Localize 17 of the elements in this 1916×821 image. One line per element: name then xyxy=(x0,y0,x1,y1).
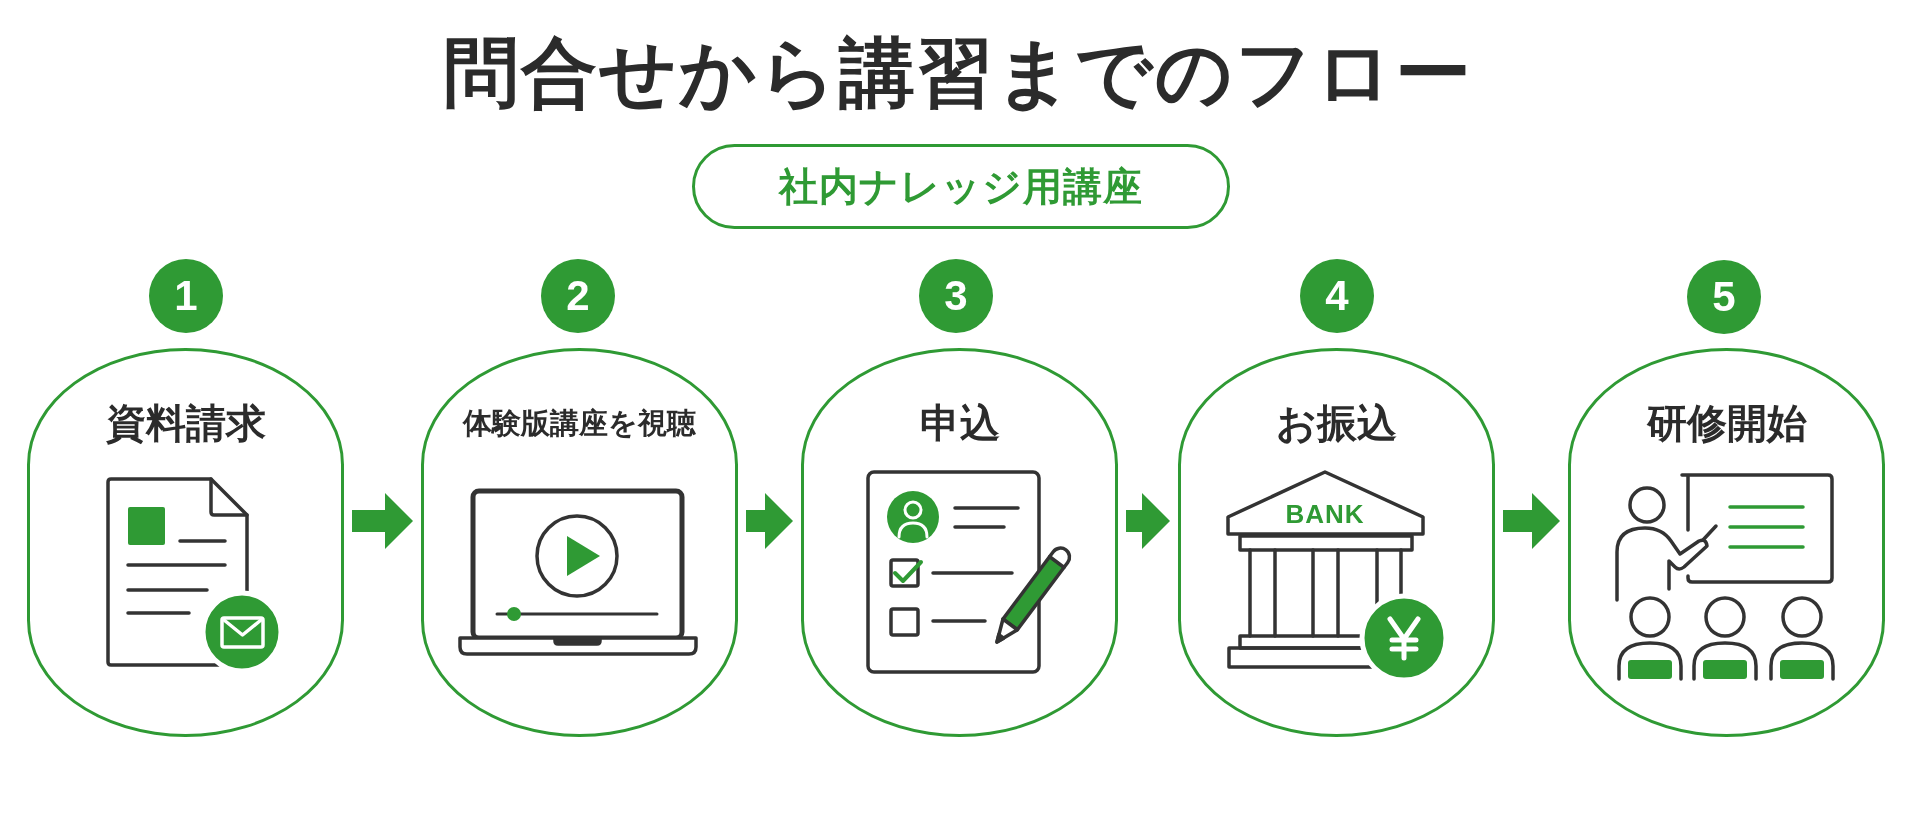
step-title: 資料請求 xyxy=(105,403,266,443)
arrow xyxy=(1503,493,1560,549)
number-circle: 1 xyxy=(149,259,223,333)
number-circle: 2 xyxy=(541,259,615,333)
step-title: 申込 xyxy=(919,403,1000,443)
step-title: お振込 xyxy=(1276,403,1397,443)
number-circle: 3 xyxy=(919,259,993,333)
title: 問合せから講習までのフロー xyxy=(443,35,1473,111)
step-title: 体験版講座を視聴 xyxy=(463,408,696,438)
number-circle: 4 xyxy=(1300,259,1374,333)
category-pill: 社内ナレッジ用講座 xyxy=(692,144,1230,229)
step-title: 研修開始 xyxy=(1646,403,1807,443)
building-label: BANK xyxy=(1285,501,1365,527)
arrow xyxy=(1126,493,1170,549)
arrow xyxy=(352,493,413,549)
number-circle: 5 xyxy=(1687,260,1761,334)
arrow xyxy=(746,493,793,549)
